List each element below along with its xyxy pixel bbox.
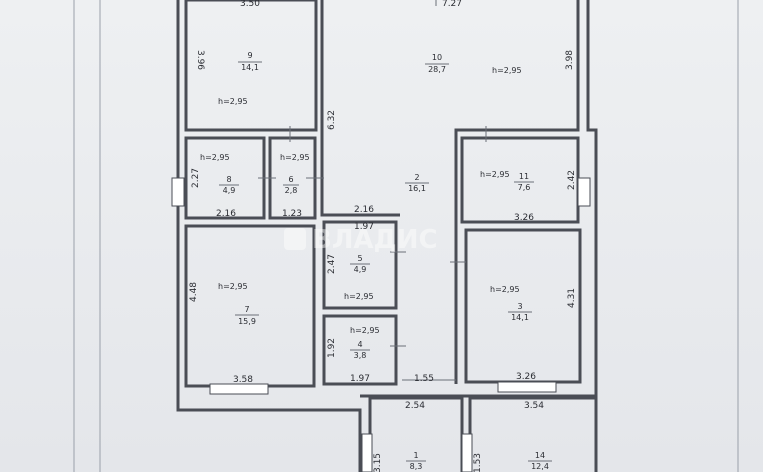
room-area: 12,4 — [531, 462, 549, 471]
room-height: h=2,95 — [492, 66, 522, 75]
window-room-1 — [361, 433, 373, 472]
wall-room-10-right — [454, 0, 580, 384]
room-height: h=2,95 — [218, 97, 248, 106]
room-number: 2 — [414, 173, 419, 182]
watermark: ВЛАДИС — [284, 225, 438, 255]
room-area: 14,1 — [241, 63, 259, 72]
room-area: 16,1 — [408, 184, 426, 193]
dim-396: 3.96 — [195, 50, 205, 70]
dim-192: 1.92 — [327, 338, 337, 358]
dim-216a: 2.16 — [216, 209, 236, 219]
dim-197b: 1.97 — [350, 374, 370, 384]
room-height: h=2,95 — [350, 326, 380, 335]
dim-354: 3.54 — [524, 401, 544, 411]
room-labels: 3.50 9 14,1 h=2,95 7.27 10 28,7 h=2,95 h… — [200, 0, 552, 471]
wall-room-4 — [322, 314, 398, 386]
room-height: h=2,95 — [344, 292, 374, 301]
room-area: 2,8 — [285, 186, 298, 195]
dim-155: 1.55 — [414, 374, 434, 384]
window-bottom-room-3 — [497, 381, 557, 393]
dim-216b: 2.16 — [354, 205, 374, 215]
dim-197a: 1.97 — [354, 222, 374, 232]
dim-room-9-top: 3.50 — [240, 0, 260, 9]
walls — [176, 0, 598, 472]
dim-632: 6.32 — [327, 110, 337, 130]
wall-room-10-left — [320, 0, 400, 217]
room-number: 4 — [357, 340, 362, 349]
room-number: 7 — [244, 305, 249, 314]
room-height: h=2,95 — [218, 282, 248, 291]
room-number: 11 — [519, 172, 529, 181]
dim-153: 1.53 — [473, 453, 483, 472]
watermark-text: ВЛАДИС — [312, 225, 438, 255]
room-number: 3 — [517, 302, 522, 311]
dim-247: 2.47 — [327, 254, 337, 274]
dim-398: 3.98 — [565, 50, 575, 70]
dim-room-10-top: 7.27 — [442, 0, 462, 9]
openings — [171, 0, 591, 472]
room-number: 1 — [413, 451, 418, 460]
dim-431: 4.31 — [567, 288, 577, 308]
room-area: 4,9 — [223, 186, 236, 195]
room-height: h=2,95 — [280, 153, 310, 162]
room-area: 4,9 — [354, 265, 367, 274]
dim-358: 3.58 — [233, 375, 253, 385]
room-number: 6 — [288, 175, 293, 184]
wall-room-3 — [464, 228, 582, 384]
room-area: 7,6 — [518, 183, 531, 192]
room-number: 5 — [357, 254, 362, 263]
room-area: 28,7 — [428, 65, 446, 74]
room-number: 10 — [432, 53, 442, 62]
room-number: 8 — [226, 175, 231, 184]
watermark-logo-icon — [284, 228, 306, 250]
room-height: h=2,95 — [200, 153, 230, 162]
room-height: h=2,95 — [490, 285, 520, 294]
dim-448: 4.48 — [189, 282, 199, 302]
room-number: 14 — [535, 451, 545, 460]
dim-326b: 3.26 — [516, 372, 536, 382]
window-bottom-room-7 — [209, 383, 269, 395]
dim-315: 3.15 — [373, 453, 383, 472]
window-left-room-8 — [171, 177, 185, 207]
room-area: 15,9 — [238, 317, 256, 326]
dim-123: 1.23 — [282, 209, 302, 219]
wall-room-9 — [184, 0, 318, 132]
dim-254: 2.54 — [405, 401, 425, 411]
window-right-room-11 — [577, 177, 591, 207]
room-number: 9 — [247, 51, 252, 60]
room-area: 14,1 — [511, 313, 529, 322]
window-room-14 — [461, 433, 473, 472]
room-area: 8,3 — [410, 462, 423, 471]
wall-room-5 — [322, 220, 398, 310]
room-area: 3,8 — [354, 351, 367, 360]
dim-227: 2.27 — [191, 168, 201, 188]
dim-242: 2.42 — [567, 170, 577, 190]
dim-326a: 3.26 — [514, 213, 534, 223]
dimension-labels: 3.96 6.32 3.98 2.27 2.16 1.23 2.16 2.42 … — [189, 50, 577, 472]
room-height: h=2,95 — [480, 170, 510, 179]
